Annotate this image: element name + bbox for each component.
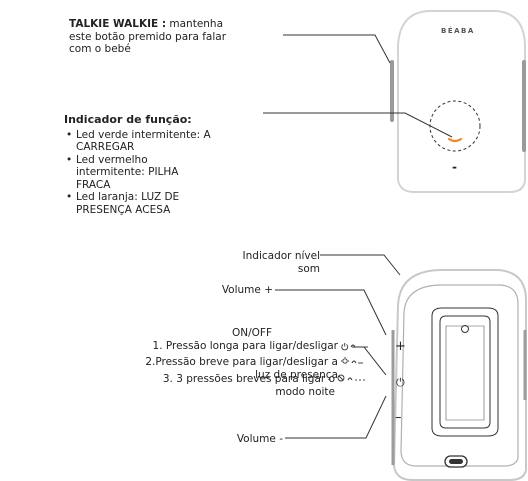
leader-lines (263, 34, 453, 439)
parent-unit-inner (400, 284, 519, 467)
triple-press-label: 3. 3 pressões breves para ligar o modo n… (162, 373, 335, 398)
volume-minus-glyph[interactable]: – (395, 410, 402, 425)
volume-minus-label: Volume - (236, 433, 283, 445)
line-volume-plus (275, 289, 387, 336)
baby-unit-minus: - (452, 160, 457, 174)
hand-glyph-3 (347, 377, 353, 381)
line-volume-minus (285, 395, 387, 439)
function-indicator-list: Led verde intermitente: A CARREGAR Led v… (64, 129, 211, 217)
hand-glyph-2 (351, 360, 357, 364)
screen-outer (431, 307, 499, 437)
line-on-off (352, 346, 387, 376)
hand-glyph-1 (350, 344, 356, 348)
power-button-glyph[interactable]: ⏻ (396, 376, 405, 389)
talkie-walkie-text: mantenha este botão premido para falar c… (69, 18, 227, 55)
led-red-item: Led vermelho intermitente: PILHA FRACA (66, 154, 211, 192)
talkie-walkie-callout: TALKIE WALKIE : mantenha este botão prem… (69, 18, 226, 56)
orange-led (447, 137, 463, 143)
led-orange-item: Led laranja: LUZ DE PRESENÇA ACESA (66, 191, 211, 216)
short-press-label: 2.Pressão breve para ligar/desligar a lu… (145, 356, 338, 381)
line-sound-level (320, 254, 401, 276)
talkie-walkie-title: TALKIE WALKIE : (69, 18, 167, 30)
on-off-label: ON/OFF (231, 327, 272, 339)
led-green-item: Led verde intermitente: A CARREGAR (66, 129, 211, 154)
screen-panel (445, 325, 485, 421)
parent-unit (391, 269, 527, 481)
talk-button-inner (449, 459, 463, 464)
power-glyph-1 (341, 344, 349, 351)
function-indicator-callout: Indicador de função: Led verde intermite… (64, 113, 211, 217)
screen-inner (439, 315, 491, 429)
brand-logo: BÉABA (441, 27, 475, 35)
line-function-indicator (263, 112, 453, 138)
long-press-label: 1. Pressão longa para ligar/desligar (152, 340, 338, 352)
bulb-glyph (342, 358, 348, 364)
volume-plus-glyph[interactable]: + (395, 339, 406, 354)
press-glyphs (337, 343, 368, 382)
volume-plus-label: Volume + (221, 284, 273, 296)
baby-unit-front (390, 10, 526, 193)
screen-led-icon (461, 325, 469, 333)
function-indicator-title: Indicador de função: (64, 113, 192, 126)
line-talkie (283, 34, 391, 64)
sound-level-label: Indicador nível som (242, 250, 320, 275)
moon-glyph (337, 374, 345, 382)
